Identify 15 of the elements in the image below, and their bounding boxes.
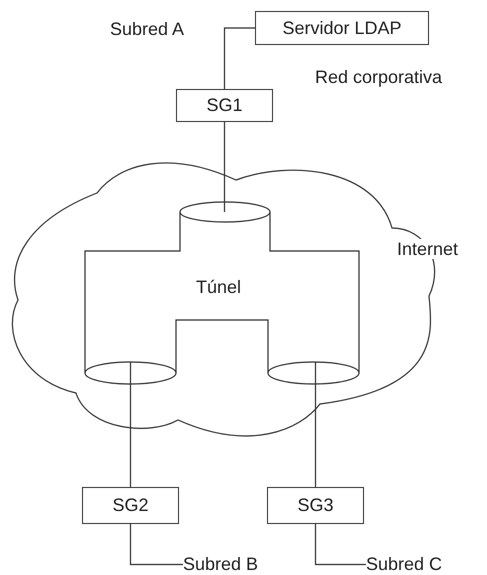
tunnel-label: Túnel	[196, 277, 242, 297]
gateway-box: SG3	[267, 487, 364, 524]
gateway-box: SG1	[176, 89, 273, 122]
network-label: Red corporativa	[315, 67, 442, 87]
connector-line	[224, 122, 226, 212]
subnet-label: Subred A	[110, 18, 210, 40]
connector-line	[314, 524, 366, 566]
subnet-label: Subred C	[366, 554, 470, 575]
gateway-box: Servidor LDAP	[255, 11, 429, 45]
subnet-label: Subred B	[183, 554, 283, 575]
connector-line	[224, 27, 255, 89]
connector-line	[130, 362, 132, 487]
connector-line	[130, 524, 183, 566]
connector-line	[314, 362, 316, 487]
gateway-box: SG2	[82, 487, 179, 524]
